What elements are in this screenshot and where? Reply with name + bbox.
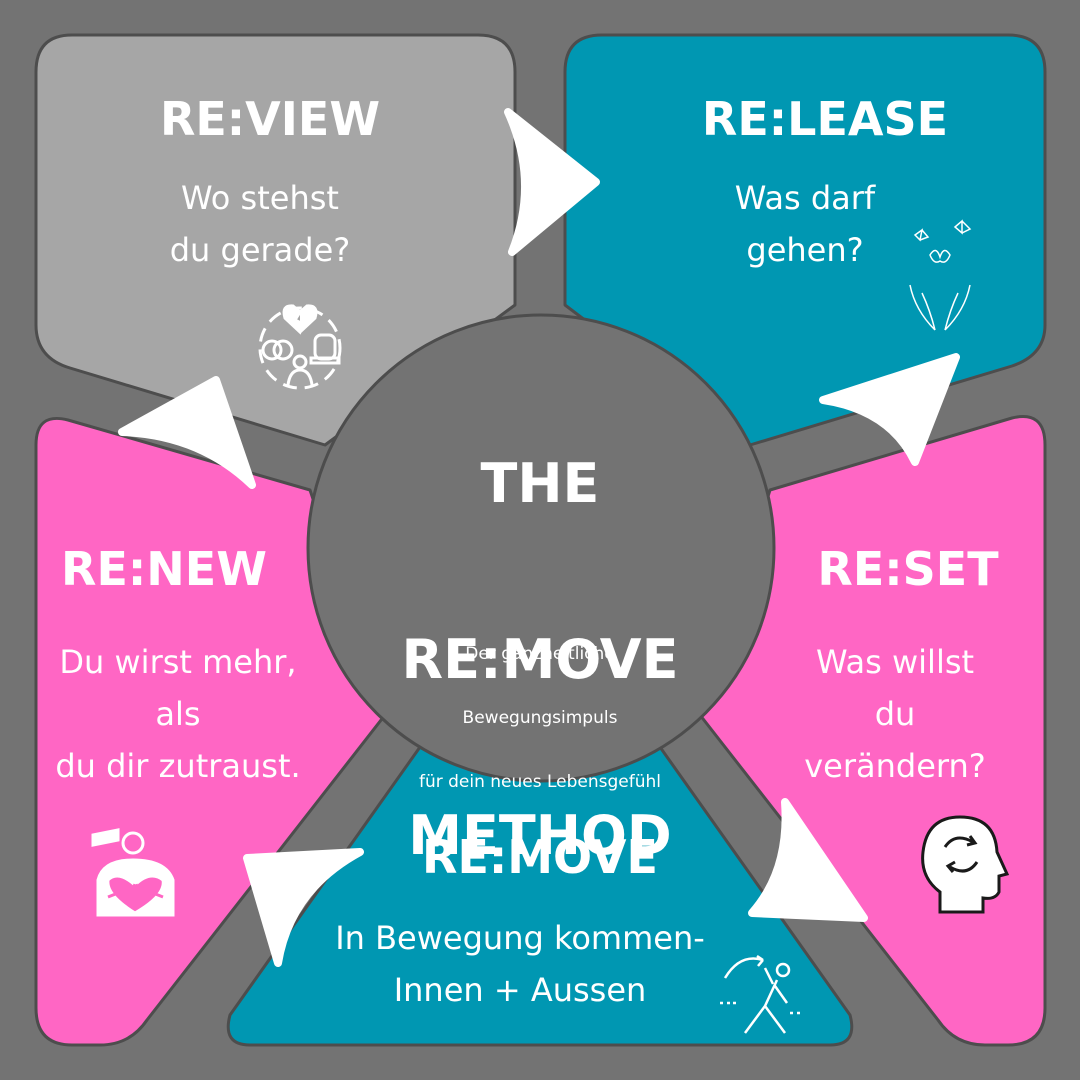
renew-text: Du wirst mehr, als du dir zutraust. (55, 643, 301, 785)
center-title: THE RE:MOVE METHOD (380, 352, 700, 968)
remove-title: RE:MOVE (422, 830, 658, 884)
self-hug-icon (91, 828, 175, 917)
hands-butterflies-icon (909, 219, 972, 331)
reset-text: Was willst du verändern? (804, 643, 986, 785)
heartbreak-rings-grave-icon (258, 304, 342, 390)
segment-review (34, 33, 517, 447)
arrow-review-to-release (504, 108, 600, 256)
center-subtitle: Der ganzheitliche Bewegungsimpuls für de… (370, 606, 710, 830)
center-title-line: THE (480, 452, 600, 515)
center-circle (306, 313, 776, 783)
arrow-remove-to-renew (243, 848, 364, 967)
center-subtitle-line: für dein neues Lebensgefühl (418, 772, 662, 792)
release-text: Was darf gehen? (734, 179, 876, 269)
arrow-reset-to-remove (748, 798, 868, 922)
center-title-line: METHOD (408, 804, 672, 867)
segment-release (563, 33, 1047, 447)
reset-title: RE:SET (817, 542, 999, 596)
remove-text: In Bewegung kommen- Innen + Aussen (335, 919, 705, 1009)
walking-person-icon (720, 954, 800, 1034)
segment-remove (226, 738, 854, 1047)
head-cycle-icon (921, 815, 1010, 914)
center-subtitle-line: Der ganzheitliche (465, 644, 615, 664)
review-text: Wo stehst du gerade? (169, 179, 351, 269)
renew-title: RE:NEW (61, 542, 267, 596)
arrow-release-to-reset (819, 353, 960, 466)
center-subtitle-line: Bewegungsimpuls (462, 708, 618, 728)
center-title-line: RE:MOVE (401, 628, 679, 691)
arrow-renew-to-review (118, 376, 256, 489)
review-title: RE:VIEW (159, 92, 381, 146)
release-title: RE:LEASE (701, 92, 949, 146)
